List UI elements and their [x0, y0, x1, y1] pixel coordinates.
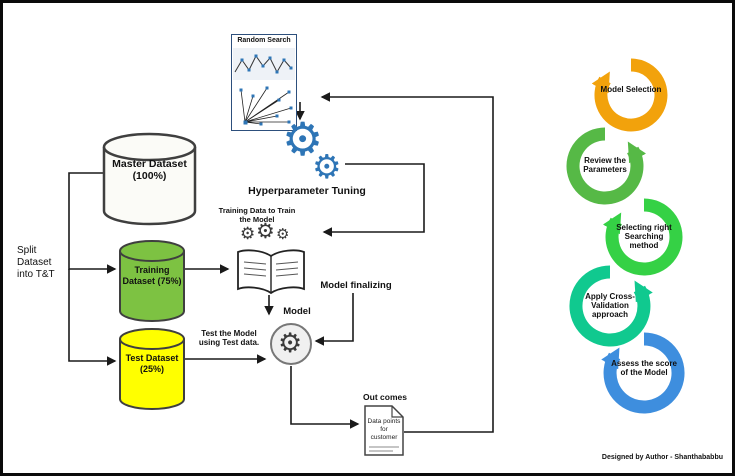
outcomes-label: Out comes — [363, 392, 407, 402]
arrow-feedback-loop — [320, 92, 494, 433]
test-model-label: Test the Model using Test data. — [198, 329, 260, 348]
training-dataset-cylinder — [119, 240, 185, 322]
split-dataset-label: Split Dataset into T&T — [17, 245, 55, 280]
cycle-step-label: Selecting right Searching method — [616, 223, 672, 251]
model-finalizing-label: Model finalizing — [320, 280, 392, 291]
test-dataset-cylinder — [119, 328, 185, 410]
cycle-step-label: Review the Parameters — [583, 156, 627, 175]
arrow-tuning-to-training-loop — [322, 163, 425, 237]
cycle-step-label: Model Selection — [600, 85, 662, 94]
arrow-split-to-training — [68, 172, 117, 274]
cycle-ring-review-parameters — [566, 127, 647, 205]
random-search-chart — [233, 48, 295, 126]
cycle-step-label: Assess the score of the Model — [611, 359, 677, 378]
document-text: Data points for customer — [367, 418, 401, 442]
cycle-ring-cross-validation — [569, 265, 653, 347]
gear-icon: ⚙ — [312, 148, 342, 185]
diagram-graphics — [68, 58, 685, 456]
gear-icon: ⚙ — [282, 113, 324, 165]
gear-icon: ⚙ — [240, 224, 256, 243]
training-data-label: Training Data to Train the Model — [218, 206, 296, 224]
gear-icon: ⚙ — [256, 220, 275, 243]
cycle-step-label: Apply Cross-Validation approach — [585, 292, 635, 320]
model-gear-circle — [270, 323, 312, 365]
document-icon — [364, 405, 404, 456]
random-search-panel: Random Search — [231, 34, 297, 131]
cycle-ring-searching-method — [602, 198, 683, 276]
author-credit: Designed by Author - Shanthababbu — [601, 454, 723, 461]
cycle-ring-model-selection — [591, 58, 668, 132]
hyperparameter-tuning-label: Hyperparameter Tuning — [248, 185, 366, 197]
arrow-finalizing-to-model — [314, 293, 354, 346]
model-label: Model — [283, 306, 311, 317]
master-dataset-cylinder — [102, 132, 197, 226]
arrow-model-to-outcomes — [290, 366, 360, 429]
test-dataset-label: Test Dataset (25%) — [125, 353, 179, 374]
random-search-title: Random Search — [237, 37, 291, 44]
arrow-split-to-test — [68, 269, 117, 366]
model-gear-icon: ⚙ — [278, 328, 303, 358]
cycle-ring-assess-score — [601, 332, 685, 414]
open-book-icon — [237, 249, 305, 295]
master-dataset-label: Master Dataset (100%) — [112, 158, 187, 183]
training-dataset-label: Training Dataset (75%) — [122, 265, 182, 286]
gear-icon: ⚙ — [276, 226, 290, 243]
